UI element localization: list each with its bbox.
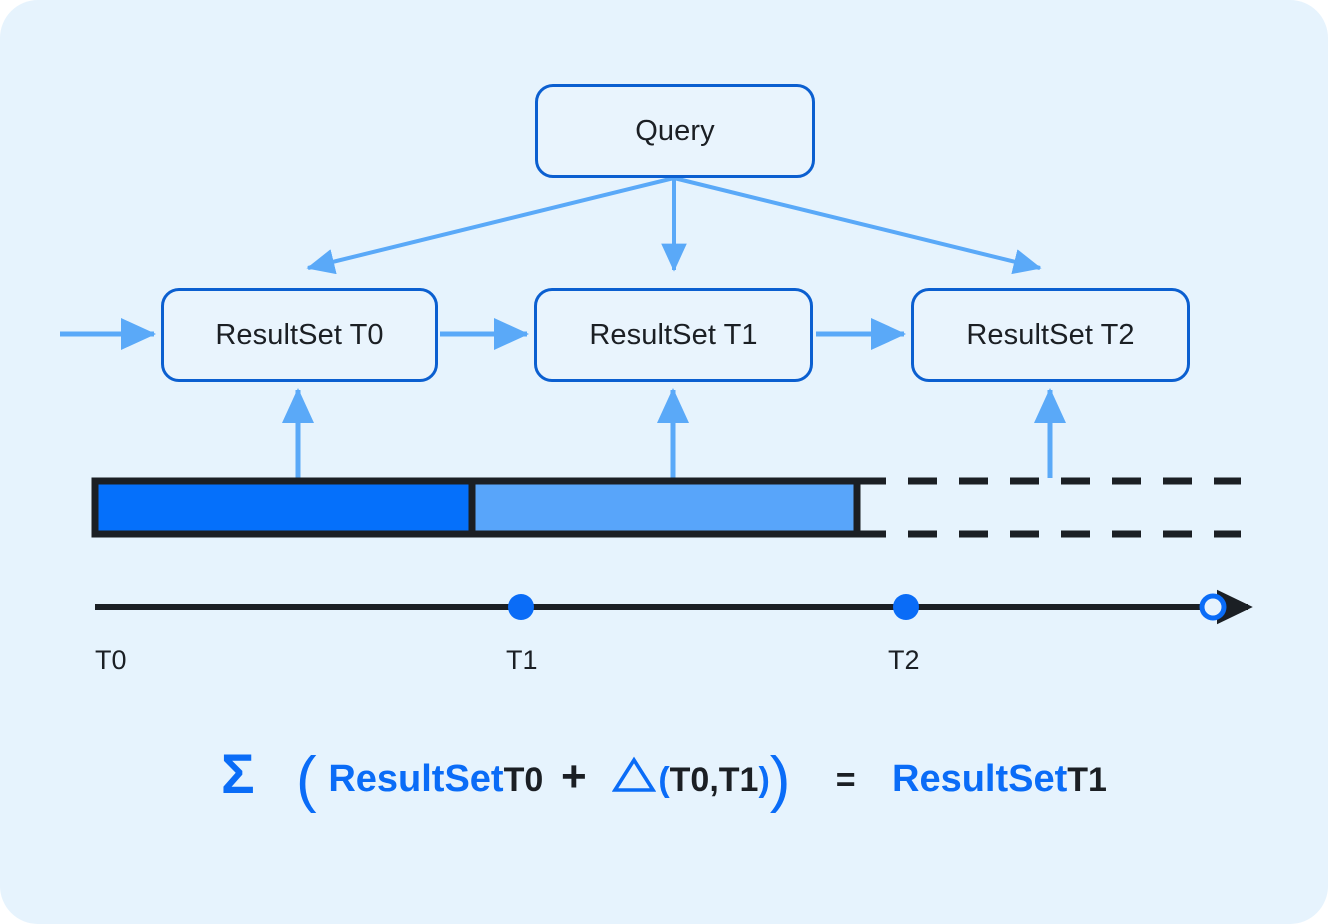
node-query-label: Query xyxy=(635,114,715,147)
bar-segment-t0 xyxy=(91,477,476,538)
node-resultset-t1-label: ResultSet T1 xyxy=(589,318,758,351)
delta-close-paren: ) xyxy=(758,761,770,799)
formula-resultset-sub-2: T1 xyxy=(1067,761,1107,799)
arrow-query-to-rs2 xyxy=(673,176,1042,275)
timeline-label-t1: T1 xyxy=(506,645,538,675)
node-resultset-t0-label: ResultSet T0 xyxy=(215,318,384,351)
timeline-label-t0: T0 xyxy=(95,645,127,675)
sigma-symbol: Σ xyxy=(221,742,255,805)
bar-to-node-arrows xyxy=(281,387,1066,478)
formula-resultset-word-1: ResultSet xyxy=(328,758,504,800)
open-paren: ( xyxy=(295,745,317,814)
formula-resultset-sub-1: T0 xyxy=(503,761,544,799)
timeline-marker-future xyxy=(1199,593,1227,621)
close-paren: ) xyxy=(769,745,791,814)
progress-bar xyxy=(91,477,1241,538)
node-query[interactable]: Query xyxy=(535,84,815,178)
formula-expression: Σ ( ResultSetT0 + (T0,T1)) = ResultSetT1 xyxy=(0,746,1328,811)
delta-icon xyxy=(612,756,657,801)
bar-segment-t1 xyxy=(468,477,861,538)
timeline-marker-t2 xyxy=(893,594,919,620)
node-resultset-t0[interactable]: ResultSet T0 xyxy=(161,288,438,382)
query-fanout-arrows xyxy=(306,176,1042,275)
arrow-query-to-rs0 xyxy=(306,176,675,275)
timeline-label-t2: T2 xyxy=(888,645,920,675)
formula-resultset-word-2: ResultSet xyxy=(892,758,1068,800)
delta-args: T0,T1 xyxy=(669,761,759,799)
timeline-marker-t1 xyxy=(508,594,534,620)
delta-open-paren: ( xyxy=(658,761,670,799)
equals-symbol: = xyxy=(835,761,856,799)
node-resultset-t2[interactable]: ResultSet T2 xyxy=(911,288,1190,382)
plus-symbol: + xyxy=(560,752,587,801)
timeline-axis xyxy=(95,589,1253,625)
node-resultset-t1[interactable]: ResultSet T1 xyxy=(534,288,813,382)
node-resultset-t2-label: ResultSet T2 xyxy=(966,318,1135,351)
